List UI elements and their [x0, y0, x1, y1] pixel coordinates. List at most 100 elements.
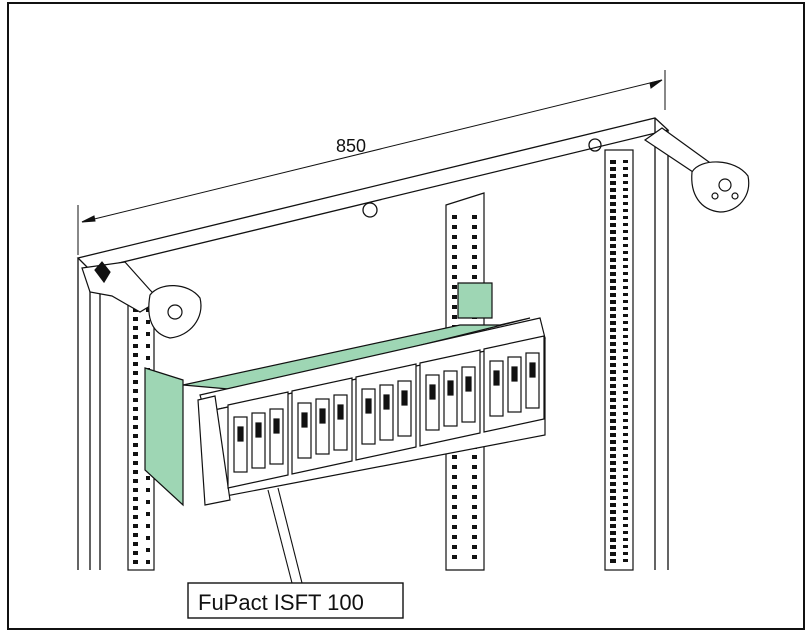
fuse-indicator: [365, 398, 372, 414]
rail-hole: [610, 279, 616, 283]
fuse-carrier: [269, 408, 284, 465]
rail-hole: [623, 216, 628, 219]
rail-hole: [146, 488, 150, 492]
rail-hole: [472, 485, 477, 489]
rail-hole: [610, 293, 616, 297]
rail-hole: [623, 251, 628, 254]
rail-hole: [623, 209, 628, 212]
rail-hole: [133, 416, 138, 420]
rail-hole: [610, 314, 616, 318]
fuse-indicator: [493, 370, 500, 386]
rail-hole: [610, 531, 616, 535]
rail-hole: [610, 300, 616, 304]
rail-hole: [623, 398, 628, 401]
rail-hole: [146, 560, 150, 564]
rail-hole: [133, 407, 138, 411]
rail-hole: [610, 363, 616, 367]
rail-hole: [452, 555, 457, 559]
rail-hole: [623, 377, 628, 380]
rail-hole: [610, 412, 616, 416]
rail-hole: [610, 433, 616, 437]
callout-box: [187, 582, 404, 619]
rail-hole: [146, 548, 150, 552]
rail-hole: [623, 510, 628, 513]
rail-hole: [472, 245, 477, 249]
fuse-carrier: [315, 398, 330, 455]
rail-hole: [452, 535, 457, 539]
rail-hole: [623, 503, 628, 506]
rail-hole: [452, 265, 457, 269]
rail-hole: [610, 447, 616, 451]
rail-hole: [472, 215, 477, 219]
rail-hole: [133, 479, 138, 483]
rail-hole: [133, 524, 138, 528]
rail-hole: [472, 525, 477, 529]
rail-hole: [472, 545, 477, 549]
rail-hole: [623, 475, 628, 478]
rail-hole: [133, 344, 138, 348]
fuse-switch-unit: [227, 391, 289, 489]
rail-hole: [610, 419, 616, 423]
rail-hole: [452, 465, 457, 469]
rail-hole: [133, 488, 138, 492]
rail-hole: [610, 426, 616, 430]
rail-hole: [472, 475, 477, 479]
rail-hole: [472, 495, 477, 499]
rail-hole: [610, 223, 616, 227]
rail-hole: [623, 223, 628, 226]
rail-hole: [623, 363, 628, 366]
rail-hole: [472, 225, 477, 229]
rail-hole: [452, 525, 457, 529]
rail-hole: [623, 531, 628, 534]
rail-hole: [146, 344, 150, 348]
plate-left-flange: [144, 367, 184, 507]
rail-hole: [452, 475, 457, 479]
rail-hole: [146, 500, 150, 504]
rail-hole: [623, 167, 628, 170]
rail-hole: [623, 559, 628, 562]
fuse-carrier: [297, 402, 312, 459]
rail-hole: [610, 482, 616, 486]
rail-hole: [623, 412, 628, 415]
rail-hole: [610, 286, 616, 290]
callout-label: FuPact ISFT 100: [198, 590, 364, 615]
fuse-indicator: [237, 426, 244, 442]
rail-hole: [452, 315, 457, 319]
rail-hole: [472, 465, 477, 469]
rail-hole: [133, 398, 138, 402]
fuse-carrier: [425, 374, 440, 431]
rail-hole: [133, 560, 138, 564]
mounting-plate: [144, 282, 531, 507]
rail-hole: [623, 496, 628, 499]
rail-hole: [623, 468, 628, 471]
rail-hole: [610, 496, 616, 500]
rail-hole: [623, 279, 628, 282]
fuse-indicator: [383, 394, 390, 410]
rail-hole: [610, 272, 616, 276]
rail-hole: [610, 489, 616, 493]
rail-hole: [472, 255, 477, 259]
rail-hole: [610, 349, 616, 353]
fuse-carrier: [489, 360, 504, 417]
rail-hole: [623, 328, 628, 331]
rail-hole: [133, 362, 138, 366]
fuse-carrier: [461, 366, 476, 423]
rail-hole: [452, 225, 457, 229]
fuse-indicator: [465, 376, 472, 392]
fuse-carrier: [443, 370, 458, 427]
rail-hole: [623, 160, 628, 163]
rail-hole: [133, 434, 138, 438]
rail-hole: [610, 384, 616, 388]
rail-hole: [623, 244, 628, 247]
rail-hole: [623, 461, 628, 464]
rail-hole: [610, 209, 616, 213]
rail-hole: [452, 245, 457, 249]
rail-hole: [133, 551, 138, 555]
rail-hole: [133, 506, 138, 510]
fuse-switch-unit: [355, 363, 417, 461]
rail-hole: [452, 255, 457, 259]
rail-hole: [623, 440, 628, 443]
rail-hole: [623, 370, 628, 373]
left-clamp-bracket: [81, 261, 202, 339]
